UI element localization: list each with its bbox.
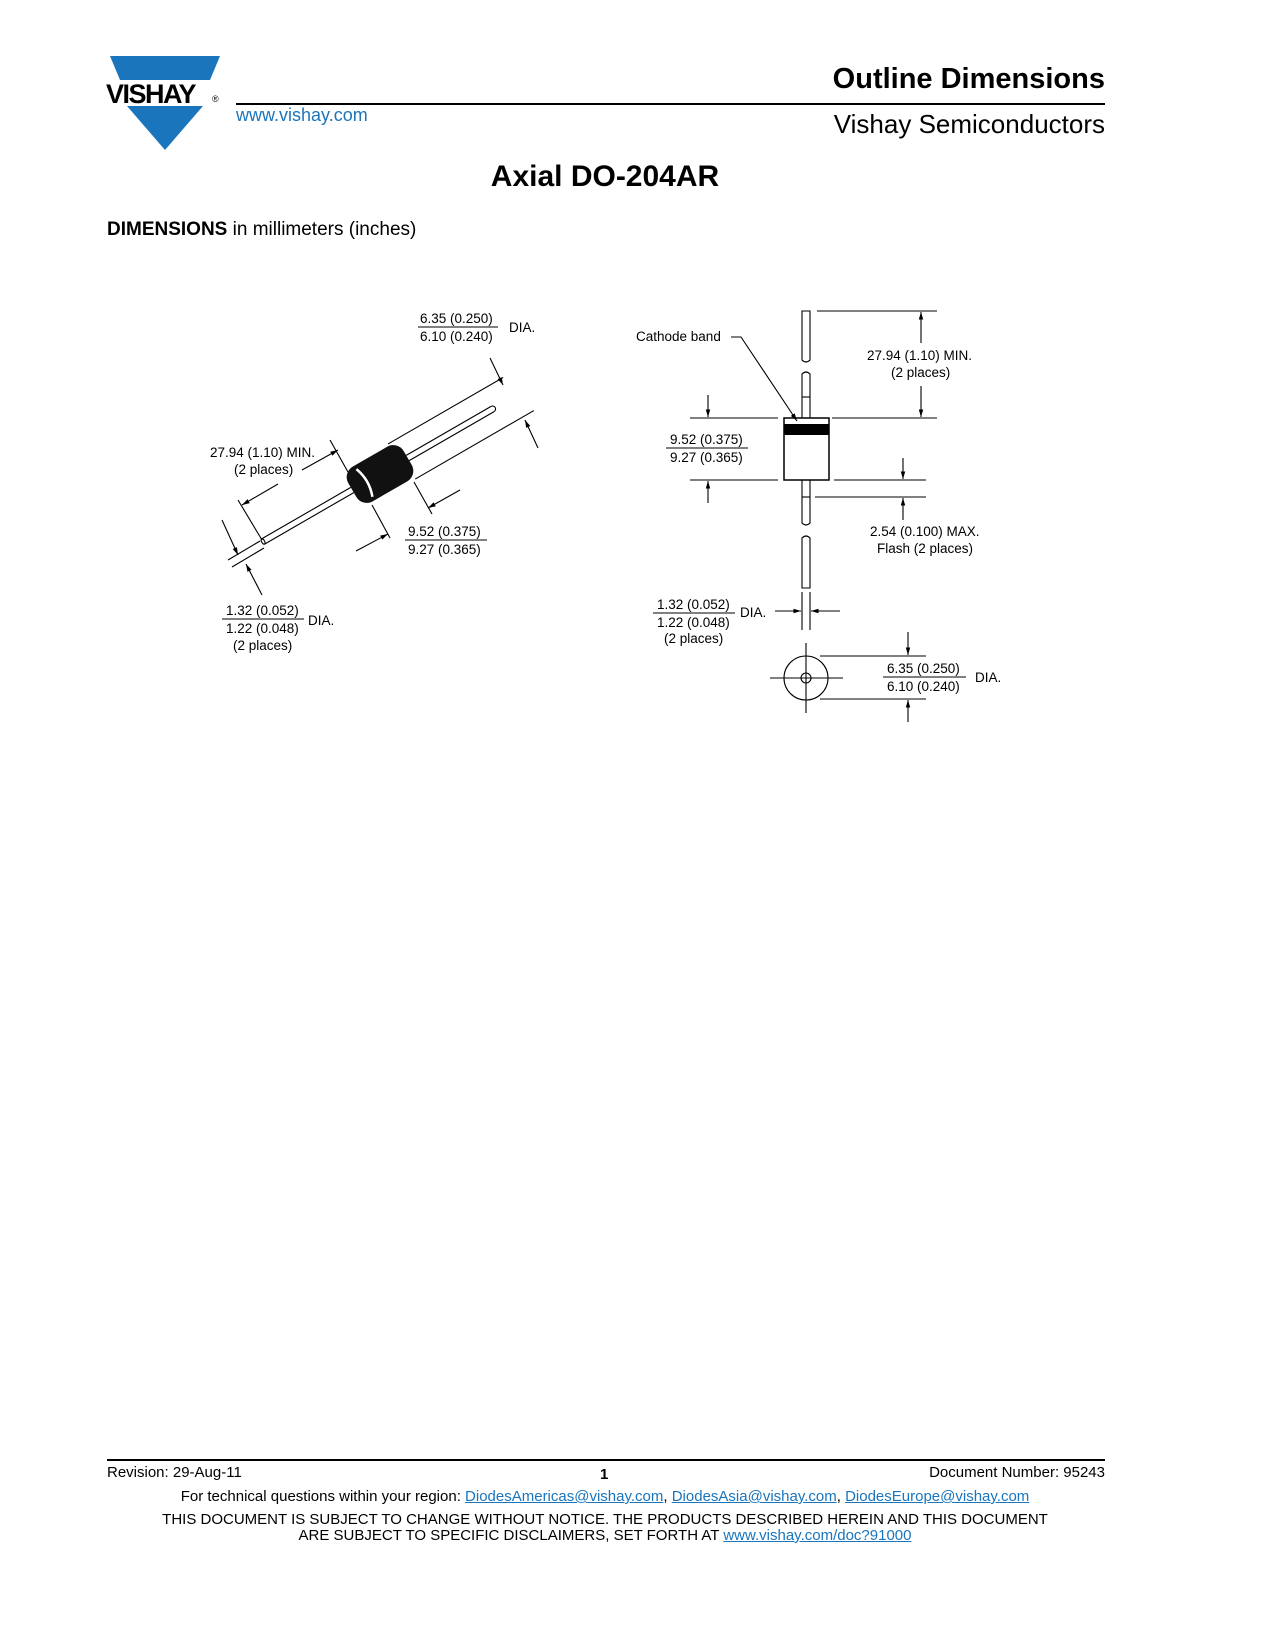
email-americas-link[interactable]: DiodesAmericas@vishay.com [465, 1488, 664, 1505]
disclaimer-prefix: ARE SUBJECT TO SPECIFIC DISCLAIMERS, SET… [298, 1527, 724, 1544]
dimension-label: Cathode band [636, 329, 721, 344]
dimension-label: (2 places) [234, 462, 293, 477]
dimension-label: DIA. [975, 670, 1001, 685]
dimension-label: 27.94 (1.10) MIN. [867, 348, 972, 363]
dimension-label: Flash (2 places) [877, 541, 973, 556]
section-heading: DIMENSIONS in millimeters (inches) [107, 219, 416, 241]
dimension-label: 9.27 (0.365) [408, 542, 481, 557]
side-view: Cathode band 27.94 (1.10) MIN. (2 places… [636, 310, 1001, 722]
disclaimer-line-2: ARE SUBJECT TO SPECIFIC DISCLAIMERS, SET… [0, 1527, 1210, 1544]
cathode-band [355, 468, 374, 498]
dimension-label: (2 places) [664, 631, 723, 646]
dimension-label: 1.22 (0.048) [657, 615, 730, 630]
email-asia-link[interactable]: DiodesAsia@vishay.com [671, 1488, 837, 1505]
dimension-label: DIA. [308, 613, 334, 628]
dimension-label: DIA. [509, 320, 535, 335]
revision: Revision: 29-Aug-11 [107, 1464, 242, 1481]
section-heading-rest: in millimeters (inches) [227, 219, 417, 240]
disclaimer-link[interactable]: www.vishay.com/doc?91000 [723, 1527, 912, 1544]
dimension-label: ® [212, 94, 219, 104]
document-number: Document Number: 95243 [929, 1464, 1105, 1481]
dimension-label: 2.54 (0.100) MAX. [870, 524, 980, 539]
document-type-title: Outline Dimensions [832, 63, 1105, 95]
header-divider [236, 103, 1105, 105]
separator: , [836, 1488, 846, 1505]
outline-drawing: 6.35 (0.250) 6.10 (0.240) DIA. 27.94 (1.… [210, 310, 1001, 722]
disclaimer-line-1: THIS DOCUMENT IS SUBJECT TO CHANGE WITHO… [162, 1511, 1048, 1528]
separator: , [663, 1488, 672, 1505]
dimension-label: 9.27 (0.365) [670, 450, 743, 465]
dimension-label: 6.10 (0.240) [420, 329, 493, 344]
dimension-label: 6.35 (0.250) [420, 311, 493, 326]
footer-divider [107, 1459, 1105, 1461]
website-link[interactable]: www.vishay.com [236, 105, 368, 125]
page-title: Axial DO-204AR [490, 160, 720, 193]
isometric-view: 6.35 (0.250) 6.10 (0.240) DIA. 27.94 (1.… [210, 311, 539, 653]
cathode-band-side [784, 424, 829, 435]
dimension-label: 1.22 (0.048) [226, 621, 299, 636]
diode-body [346, 445, 414, 503]
dimension-label: DIA. [740, 605, 766, 620]
dimension-label: 9.52 (0.375) [408, 524, 481, 539]
dimension-label: (2 places) [233, 638, 292, 653]
company-division: Vishay Semiconductors [833, 109, 1105, 139]
dimension-label: 9.52 (0.375) [670, 432, 743, 447]
vishay-logo: VISHAY ® [106, 56, 220, 150]
section-heading-bold: DIMENSIONS [107, 219, 228, 240]
page-number: 1 [600, 1466, 609, 1483]
dimension-label: 27.94 (1.10) MIN. [210, 445, 315, 460]
dimension-label: 1.32 (0.052) [657, 597, 730, 612]
dimension-label: (2 places) [891, 365, 950, 380]
dimension-label: 6.35 (0.250) [887, 661, 960, 676]
contact-line: For technical questions within your regi… [0, 1488, 1210, 1505]
dimension-label: 6.10 (0.240) [887, 679, 960, 694]
dimension-label: VISHAY [106, 79, 197, 109]
contact-prefix: For technical questions within your regi… [180, 1488, 466, 1505]
email-europe-link[interactable]: DiodesEurope@vishay.com [845, 1488, 1030, 1505]
dimension-label: 1.32 (0.052) [226, 603, 299, 618]
